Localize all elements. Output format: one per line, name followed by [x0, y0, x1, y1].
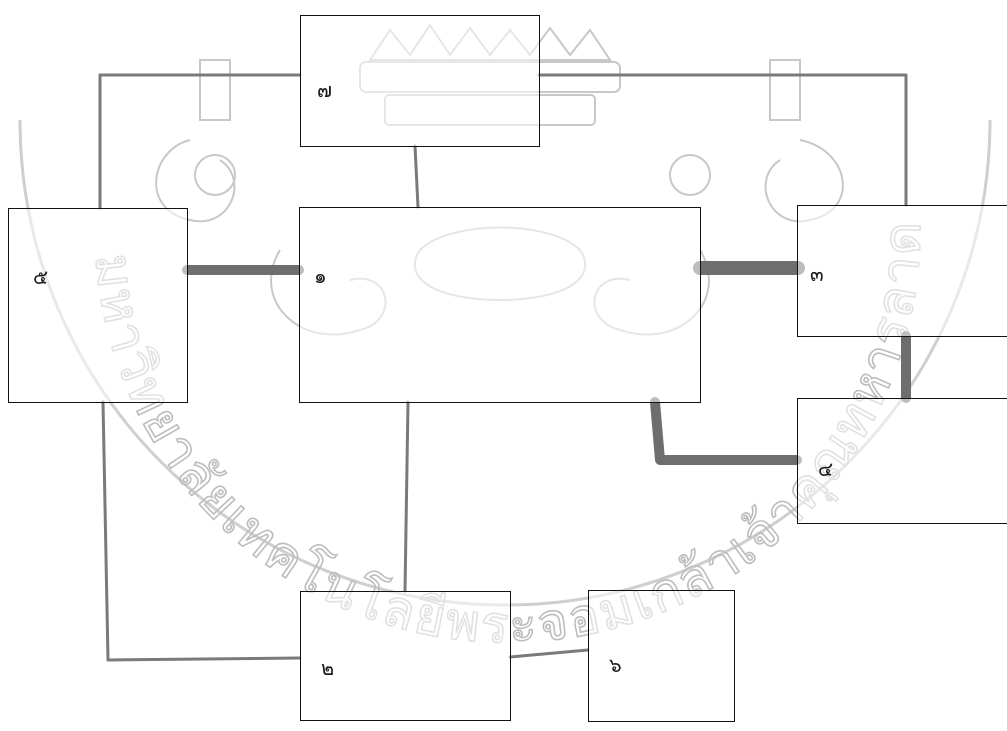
box-3: ๓	[797, 205, 1007, 337]
connector-5-2	[103, 402, 300, 660]
box-6: ๖	[588, 590, 735, 722]
connector-1-2	[405, 402, 408, 591]
box-6-label: ๖	[609, 649, 622, 681]
box-5: ๕	[8, 208, 188, 403]
box-3-label: ๓	[810, 258, 824, 290]
box-5-label: ๕	[33, 261, 48, 293]
box-1-label: ๑	[314, 260, 327, 292]
box-7: ๗	[300, 15, 540, 147]
connector-7-1	[415, 146, 418, 207]
connector-7-3	[539, 75, 906, 205]
box-4: ๔	[797, 398, 1007, 524]
connector-1-4	[655, 402, 797, 460]
box-4-label: ๔	[818, 453, 833, 485]
box-2-label: ๒	[321, 652, 334, 684]
box-7-label: ๗	[317, 74, 332, 106]
connector-7-5	[100, 75, 300, 208]
box-2: ๒	[300, 591, 511, 721]
box-1: ๑	[299, 207, 701, 403]
connector-2-6	[510, 650, 588, 657]
